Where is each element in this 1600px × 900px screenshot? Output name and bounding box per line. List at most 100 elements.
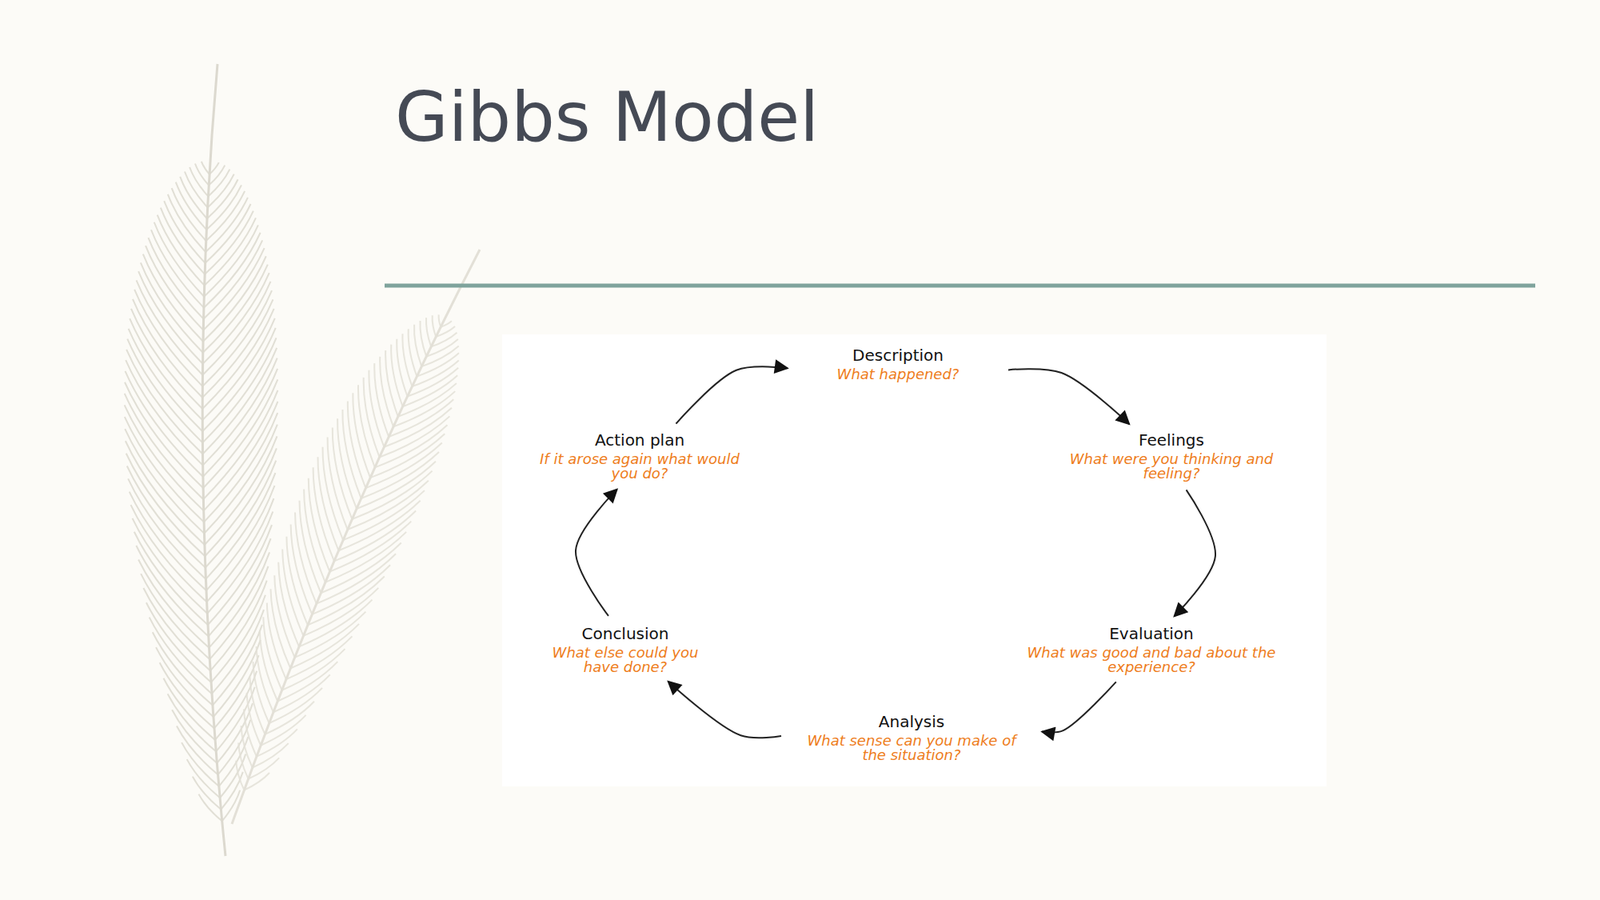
feather-barb bbox=[145, 245, 204, 330]
feather-barb bbox=[207, 174, 235, 208]
feather-barb bbox=[318, 456, 340, 551]
feather-barb bbox=[208, 165, 225, 186]
stage-question: What was good and bad about the experien… bbox=[1025, 645, 1277, 675]
feather-barb bbox=[332, 427, 353, 519]
feather-barb bbox=[179, 176, 208, 219]
cycle-arrow bbox=[1041, 681, 1117, 732]
feather-barb bbox=[278, 562, 300, 647]
feather-shaft bbox=[231, 249, 480, 824]
feather-barb bbox=[157, 215, 205, 286]
cycle-arrow bbox=[575, 489, 618, 616]
feather-barb bbox=[187, 758, 220, 798]
feather-barb bbox=[303, 489, 326, 583]
feather-barb bbox=[211, 594, 266, 683]
feather-barb bbox=[347, 480, 429, 530]
stage-question: What sense can you make of the situation… bbox=[794, 733, 1030, 763]
feather-barb bbox=[132, 518, 208, 614]
feather-barb bbox=[295, 511, 317, 603]
cycle-arrow bbox=[1173, 489, 1216, 616]
feather-barb bbox=[286, 536, 308, 626]
feather-barb bbox=[160, 207, 205, 275]
feather-barb bbox=[402, 333, 412, 387]
feather-barb bbox=[343, 490, 425, 540]
feather-barb bbox=[411, 359, 459, 387]
feather-barb bbox=[435, 326, 455, 337]
cycle-stage: AnalysisWhat sense can you make of the s… bbox=[787, 709, 1036, 766]
feather-barb bbox=[299, 599, 372, 647]
feather-barb bbox=[338, 500, 420, 551]
feather-barb bbox=[184, 171, 208, 208]
feather-barb bbox=[207, 524, 272, 625]
stage-name: Evaluation bbox=[1025, 624, 1277, 643]
feather-barb bbox=[277, 661, 338, 701]
cycle-arrow bbox=[1008, 368, 1130, 424]
feather-barb bbox=[207, 179, 239, 219]
feather-barb bbox=[132, 299, 203, 398]
feather-barb bbox=[256, 646, 274, 712]
feather-barb bbox=[159, 662, 215, 728]
feather-barb bbox=[154, 222, 204, 297]
feather-barb bbox=[316, 553, 396, 603]
feather-barb bbox=[426, 317, 431, 347]
stage-name: Analysis bbox=[794, 712, 1030, 731]
feather-barb bbox=[282, 549, 304, 636]
feather-barb bbox=[134, 531, 208, 625]
feather-barb bbox=[263, 616, 282, 690]
feather-barb bbox=[209, 162, 220, 175]
feather-barb bbox=[202, 281, 271, 376]
feather-barb bbox=[351, 470, 432, 519]
feather-barb bbox=[432, 315, 437, 337]
feather-barb bbox=[299, 500, 322, 593]
feather-barb bbox=[440, 320, 452, 327]
feather-barb bbox=[347, 400, 366, 488]
feather-barb bbox=[327, 436, 348, 530]
cycle-stage: EvaluationWhat was good and bad about th… bbox=[1019, 621, 1284, 678]
feather-barb bbox=[282, 648, 346, 691]
feather-barb bbox=[383, 407, 452, 447]
feather-barb bbox=[259, 630, 278, 701]
feather-barb bbox=[204, 217, 256, 285]
feather-barb bbox=[419, 320, 427, 357]
feather-barb bbox=[303, 587, 379, 636]
feather-barb bbox=[361, 451, 439, 499]
title-rule bbox=[384, 283, 1536, 288]
feather-barb bbox=[146, 602, 212, 683]
feather-barb bbox=[438, 314, 442, 327]
stage-name: Action plan bbox=[526, 430, 754, 450]
feather-barb bbox=[201, 161, 210, 175]
cycle-stage: Action planIf it arose again what would … bbox=[519, 427, 760, 484]
feather-barb bbox=[195, 163, 209, 185]
feather-barb bbox=[206, 184, 242, 230]
slide-title: Gibbs Model bbox=[395, 76, 819, 157]
stage-name: Feelings bbox=[1061, 430, 1281, 450]
feather-barb bbox=[204, 211, 254, 275]
feather-barb bbox=[210, 580, 268, 671]
feather-barb bbox=[308, 478, 331, 572]
cycle-arrow bbox=[675, 366, 788, 423]
feather-barb bbox=[307, 575, 385, 625]
feather-barb bbox=[238, 742, 248, 779]
feather-barb bbox=[313, 466, 335, 561]
stage-name: Description bbox=[800, 346, 996, 365]
feather-barb bbox=[270, 588, 291, 668]
feather-barb bbox=[203, 272, 270, 364]
feather-barb bbox=[248, 757, 280, 779]
cycle-stage: FeelingsWhat were you thinking and feeli… bbox=[1055, 427, 1288, 484]
feather-barb bbox=[325, 531, 407, 583]
feather-barb bbox=[135, 545, 208, 636]
feather-barb bbox=[408, 328, 418, 376]
feather-barb bbox=[402, 375, 459, 407]
cycle-stage: DescriptionWhat happened? bbox=[794, 343, 1002, 385]
feather-barb bbox=[192, 776, 222, 810]
feather-barb bbox=[323, 446, 344, 540]
feather-barb bbox=[329, 521, 411, 572]
stage-question: What else could you have done? bbox=[543, 645, 707, 675]
feather-barb bbox=[416, 352, 459, 376]
feather-barb bbox=[356, 461, 436, 509]
stage-question: If it arose again what would you do? bbox=[526, 451, 754, 481]
feather-barb bbox=[337, 418, 357, 509]
feather-barb bbox=[363, 377, 380, 458]
feather-barb bbox=[134, 289, 203, 387]
